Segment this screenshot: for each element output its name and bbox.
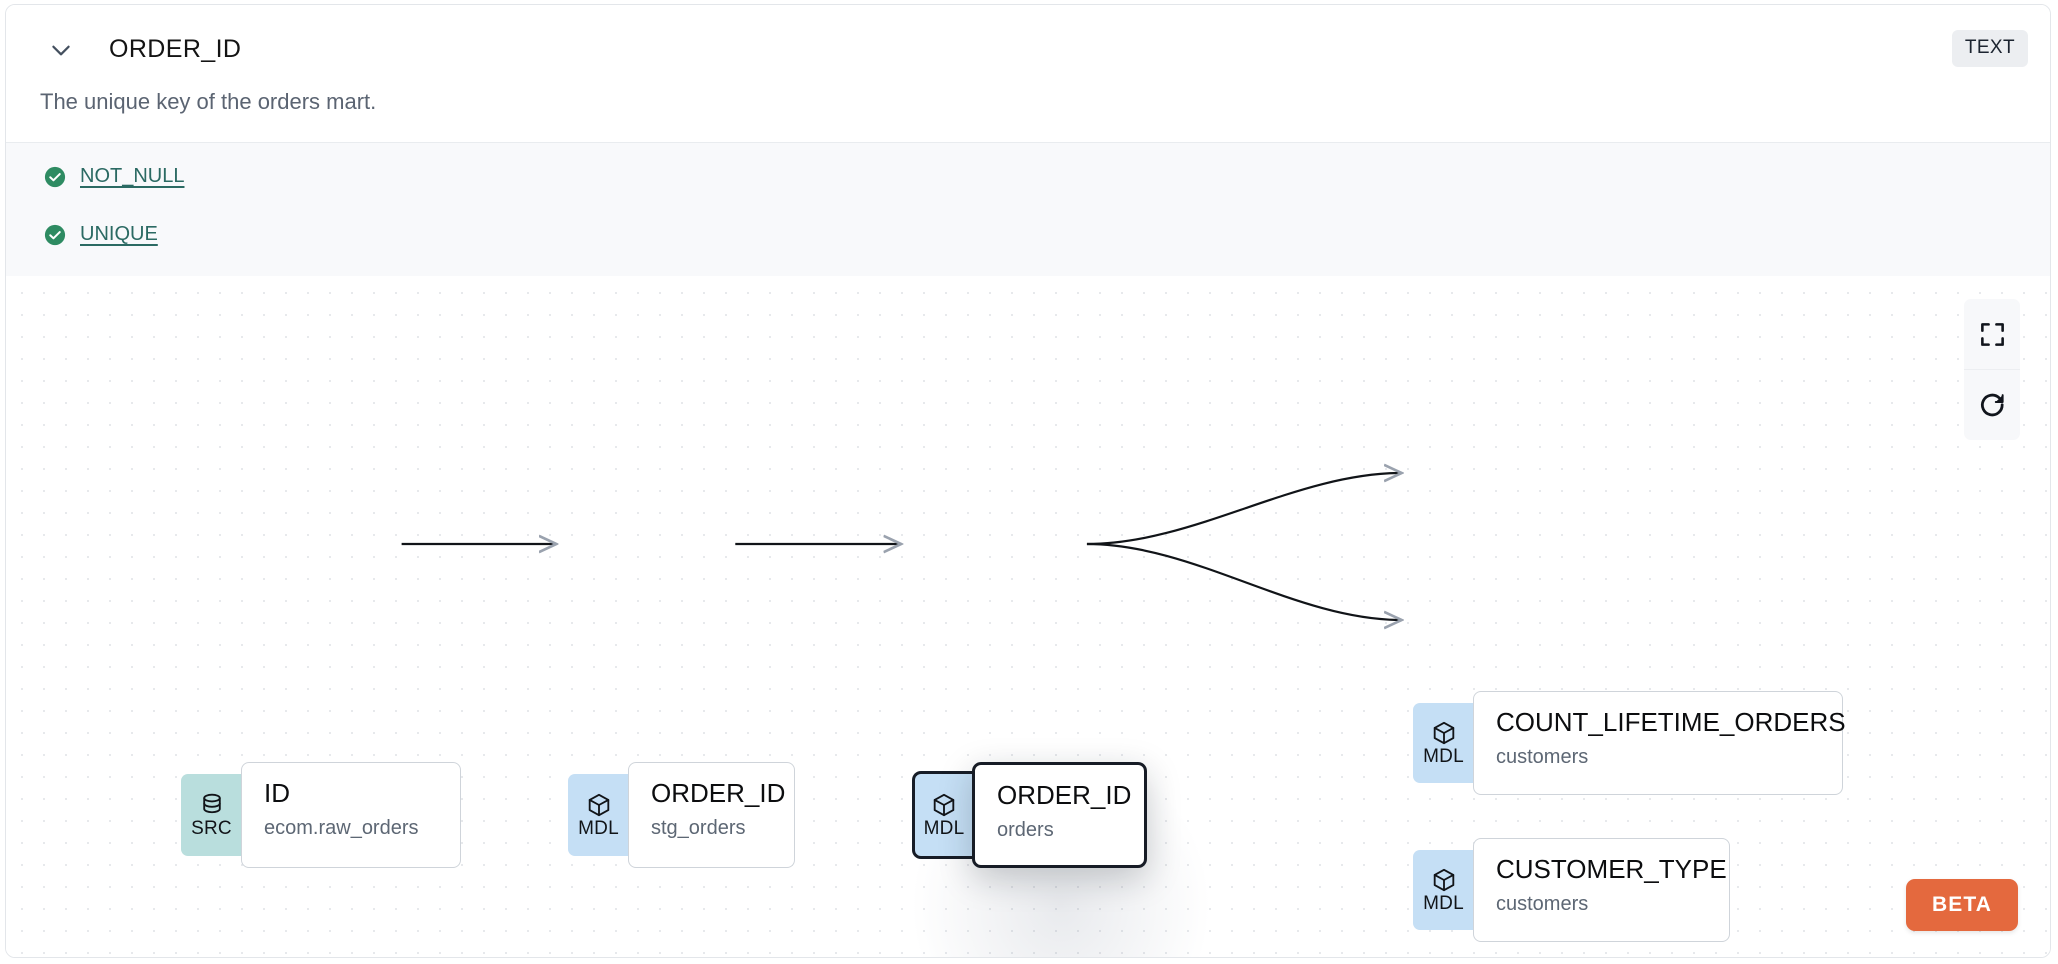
column-detail-panel: ORDER_ID TEXT The unique key of the orde… (5, 4, 2051, 958)
check-circle-icon (44, 224, 66, 245)
node-card: COUNT_LIFETIME_ORDERS customers (1473, 691, 1846, 795)
canvas-controls (1964, 299, 2020, 440)
node-badge-mdl: MDL (568, 774, 629, 856)
node-column-name: COUNT_LIFETIME_ORDERS (1496, 707, 1846, 737)
tests-section: NOT_NULL UNIQUE (6, 142, 2050, 278)
fit-view-button[interactable] (1964, 299, 2020, 369)
fullscreen-icon (1980, 322, 2004, 346)
node-badge-label: MDL (923, 818, 965, 839)
lineage-node-orders-selected[interactable]: MDL ORDER_ID orders (912, 762, 1147, 868)
test-link-not-null[interactable]: NOT_NULL (80, 165, 185, 187)
node-resource-name: orders (997, 819, 1054, 842)
page-title: ORDER_ID (109, 35, 242, 63)
cube-icon (1433, 868, 1454, 892)
lineage-edges (401, 276, 2050, 958)
node-resource-name: customers (1496, 893, 1589, 916)
database-icon (202, 793, 221, 814)
lineage-node-stg-orders[interactable]: MDL ORDER_ID stg_orders (568, 762, 795, 868)
column-description: The unique key of the orders mart. (40, 89, 377, 114)
column-header: ORDER_ID TEXT The unique key of the orde… (6, 5, 2050, 147)
node-badge-label: MDL (578, 818, 619, 839)
test-row: NOT_NULL (44, 165, 184, 188)
node-column-name: ORDER_ID (651, 778, 786, 808)
cube-icon (588, 793, 609, 817)
node-badge-label: MDL (1423, 893, 1464, 914)
node-badge-label: SRC (191, 818, 232, 839)
check-circle-icon (44, 166, 66, 187)
cube-icon (1433, 721, 1454, 745)
node-column-name: ID (264, 778, 290, 808)
lineage-node-count-lifetime-orders[interactable]: MDL COUNT_LIFETIME_ORDERS customers (1413, 691, 1846, 795)
node-card: ID ecom.raw_orders (241, 762, 461, 868)
node-card: ORDER_ID orders (972, 762, 1147, 868)
node-badge-src: SRC (181, 774, 242, 856)
reset-view-button[interactable] (1964, 369, 2020, 440)
lineage-graph-canvas[interactable]: SRC ID ecom.raw_orders MDL ORDER_ID stg_… (6, 276, 2050, 958)
node-resource-name: stg_orders (651, 817, 746, 840)
test-row: UNIQUE (44, 223, 158, 246)
node-badge-mdl: MDL (1413, 703, 1474, 783)
node-resource-name: ecom.raw_orders (264, 817, 419, 840)
data-type-badge: TEXT (1951, 30, 2028, 67)
chevron-down-icon[interactable] (48, 37, 74, 63)
node-badge-label: MDL (1423, 746, 1464, 767)
lineage-node-customer-type[interactable]: MDL CUSTOMER_TYPE customers (1413, 838, 1730, 942)
node-resource-name: customers (1496, 746, 1589, 769)
node-column-name: ORDER_ID (997, 780, 1132, 810)
node-card: CUSTOMER_TYPE customers (1473, 838, 1730, 942)
test-link-unique[interactable]: UNIQUE (80, 223, 158, 245)
lineage-node-src-id[interactable]: SRC ID ecom.raw_orders (181, 762, 461, 868)
beta-badge[interactable]: BETA (1905, 879, 2018, 931)
node-badge-mdl: MDL (912, 771, 973, 859)
node-column-name: CUSTOMER_TYPE (1496, 854, 1727, 884)
node-badge-mdl: MDL (1413, 850, 1474, 930)
refresh-icon (1980, 393, 2004, 416)
node-card: ORDER_ID stg_orders (628, 762, 795, 868)
cube-icon (933, 793, 955, 817)
